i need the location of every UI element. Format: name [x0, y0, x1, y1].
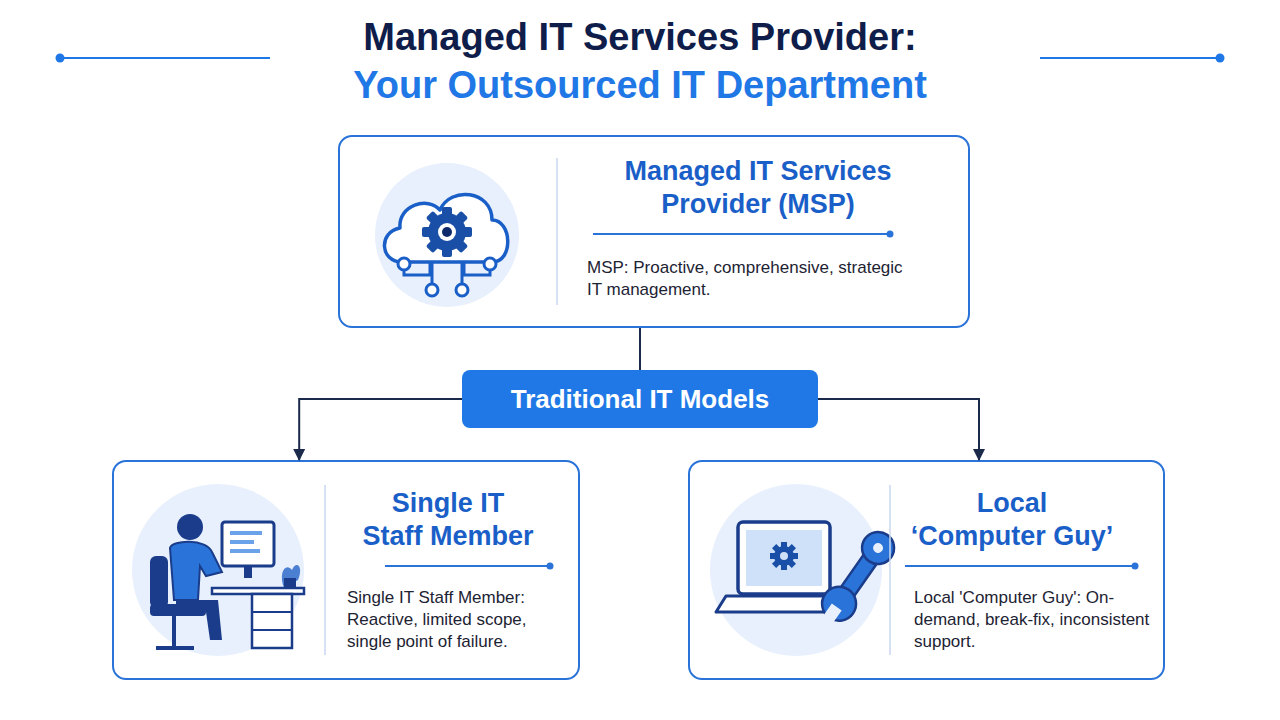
model-box: Local ‘Computer Guy’ Local 'Computer Guy'…	[688, 460, 1165, 680]
box-heading: Managed IT Services Provider (MSP)	[598, 155, 918, 221]
laptop-wrench-icon	[710, 484, 901, 656]
diagram-title: Managed IT Services Provider:	[0, 14, 1280, 60]
cloud-gear-icon	[375, 163, 519, 307]
divider	[556, 158, 558, 305]
box-description: MSP: Proactive, comprehensive, strategic…	[587, 257, 907, 301]
heading-underline	[593, 231, 894, 238]
box-heading: Local ‘Computer Guy’	[897, 487, 1127, 553]
subtitle: Your Outsourced IT Department	[0, 62, 1280, 108]
divider	[324, 485, 326, 655]
divider	[889, 485, 891, 655]
person-desk-icon	[132, 484, 304, 656]
box-heading: Single IT Staff Member	[348, 487, 548, 553]
heading-underline	[385, 563, 554, 570]
connector	[299, 399, 462, 460]
model-box: Single IT Staff MemberSingle IT Staff Me…	[112, 460, 580, 680]
category-pill: Traditional IT Models	[462, 370, 818, 428]
connector	[639, 328, 641, 370]
connector	[818, 399, 979, 460]
heading-underline	[905, 563, 1139, 570]
pill-label: Traditional IT Models	[511, 384, 770, 415]
service-box: Managed IT Services Provider (MSP) MSP: P…	[338, 135, 970, 328]
box-description: Single IT Staff Member: Reactive, limite…	[347, 587, 562, 653]
box-description: Local 'Computer Guy': On-demand, break-f…	[914, 587, 1154, 653]
